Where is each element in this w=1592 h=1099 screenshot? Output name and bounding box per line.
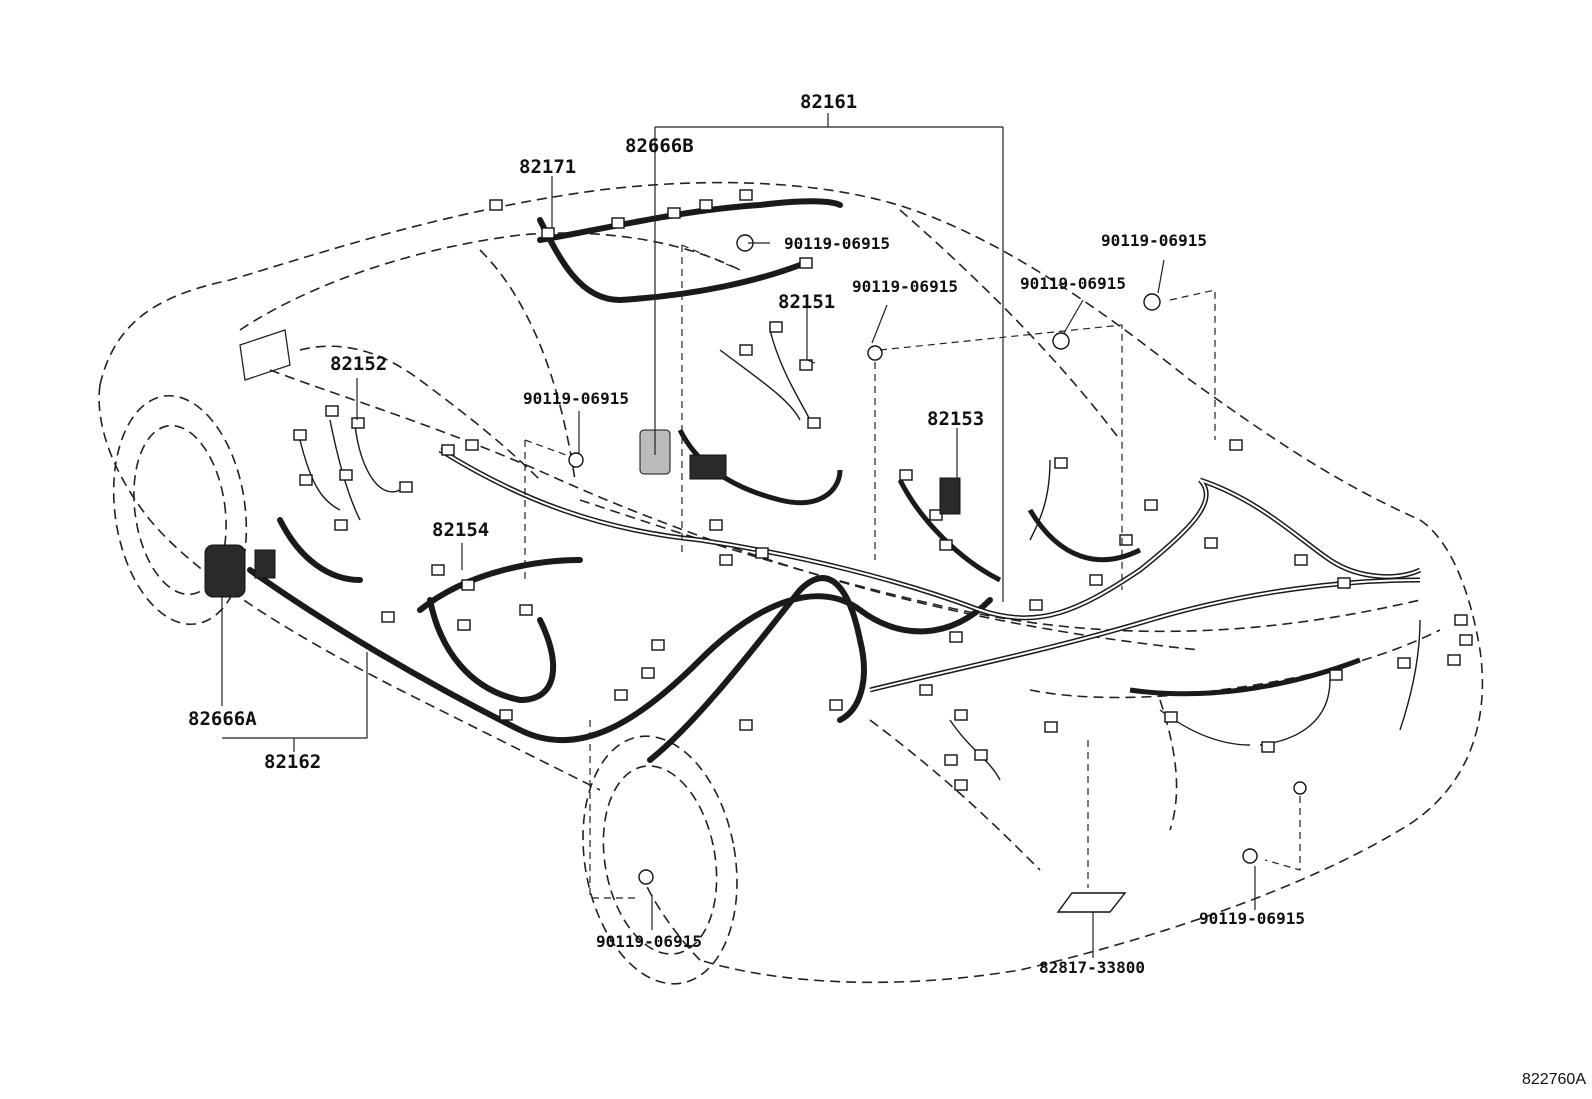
leader-lines [221,113,1256,958]
part-label-82154: 82154 [432,519,490,541]
part-label-82161: 82161 [800,91,858,113]
dashed-callouts [524,244,1301,899]
bolts [568,234,1307,885]
bolt-label-90119-06915: 90119-06915 [1101,231,1207,250]
label-plate-82817 [1056,892,1127,913]
connector-leads [299,329,1421,781]
side-mirror [239,329,291,381]
wire-harness-main [247,198,993,763]
bolt-label-90119-06915: 90119-06915 [596,932,702,951]
bolt-label-90119-06915: 90119-06915 [1020,274,1126,293]
wire-harness-floor [438,428,1422,697]
part-label-82151: 82151 [778,291,836,313]
bolt-label-90119-06915: 90119-06915 [1199,909,1305,928]
connectors [293,189,1473,791]
part-label-82817-33800: 82817-33800 [1039,958,1145,977]
part-label-82666b: 82666B [625,135,694,157]
part-label-82666a: 82666A [188,708,257,730]
bolt-label-90119-06915: 90119-06915 [523,389,629,408]
part-label-82152: 82152 [330,353,388,375]
wire-harness-floor-inner [439,449,1421,691]
diagram-code: 822760A [1521,1071,1586,1088]
junction-blocks [204,429,961,598]
part-label-82162: 82162 [264,751,322,773]
bolt-label-90119-06915: 90119-06915 [852,277,958,296]
bolt-label-90119-06915: 90119-06915 [784,234,890,253]
part-label-82153: 82153 [927,408,985,430]
wheels [112,394,738,985]
part-label-82171: 82171 [519,156,577,178]
